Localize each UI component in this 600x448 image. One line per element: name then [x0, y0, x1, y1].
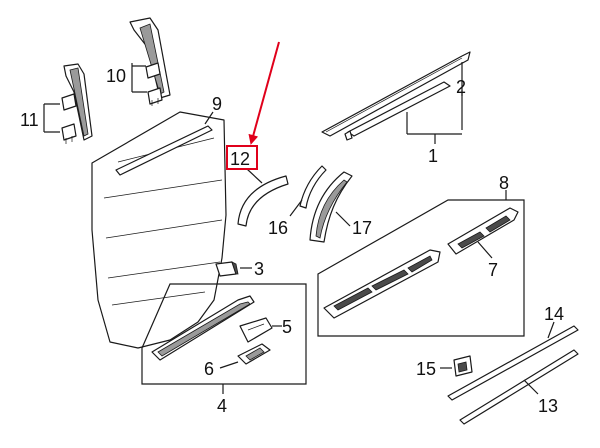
callout-12-highlight-box — [226, 145, 258, 170]
callout-1: 1 — [428, 146, 438, 166]
callout-17: 17 — [352, 218, 372, 238]
callout-5: 5 — [282, 317, 292, 337]
part-9-belt-molding: 9 — [115, 94, 222, 176]
group-4-door-molding: 5 6 4 — [141, 283, 307, 416]
callout-11: 11 — [20, 110, 39, 130]
callout-7: 7 — [488, 260, 498, 280]
callout-4: 4 — [217, 396, 227, 416]
callout-13: 13 — [538, 396, 558, 416]
callout-10: 10 — [106, 66, 126, 86]
part-12-wheel-arch-molding: 12 — [226, 41, 289, 227]
callout-2: 2 — [456, 77, 466, 97]
part-10-pillar-applique: 10 — [106, 17, 171, 106]
group-8-side-molding: 7 8 — [317, 173, 525, 337]
part-16-arch-molding: 16 — [268, 165, 327, 238]
callout-9: 9 — [212, 94, 222, 114]
part-1-2-roof-moldings: 2 1 — [321, 51, 471, 166]
callout-12: 12 — [230, 149, 250, 169]
rear-door-panel — [91, 111, 227, 349]
callout-15: 15 — [416, 359, 436, 379]
part-13-14-rocker-moldings: 14 13 — [447, 304, 579, 425]
part-3-clip: 3 — [215, 259, 264, 279]
part-15-clip: 15 — [416, 355, 473, 379]
callout-16: 16 — [268, 218, 288, 238]
callout-6: 6 — [204, 359, 214, 379]
part-17-arch-molding: 17 — [309, 171, 372, 243]
callout-14: 14 — [544, 304, 564, 324]
callout-3: 3 — [254, 259, 264, 279]
red-arrow-icon — [248, 41, 280, 145]
callout-8: 8 — [499, 173, 509, 193]
part-11-pillar-molding: 11 — [20, 63, 93, 144]
